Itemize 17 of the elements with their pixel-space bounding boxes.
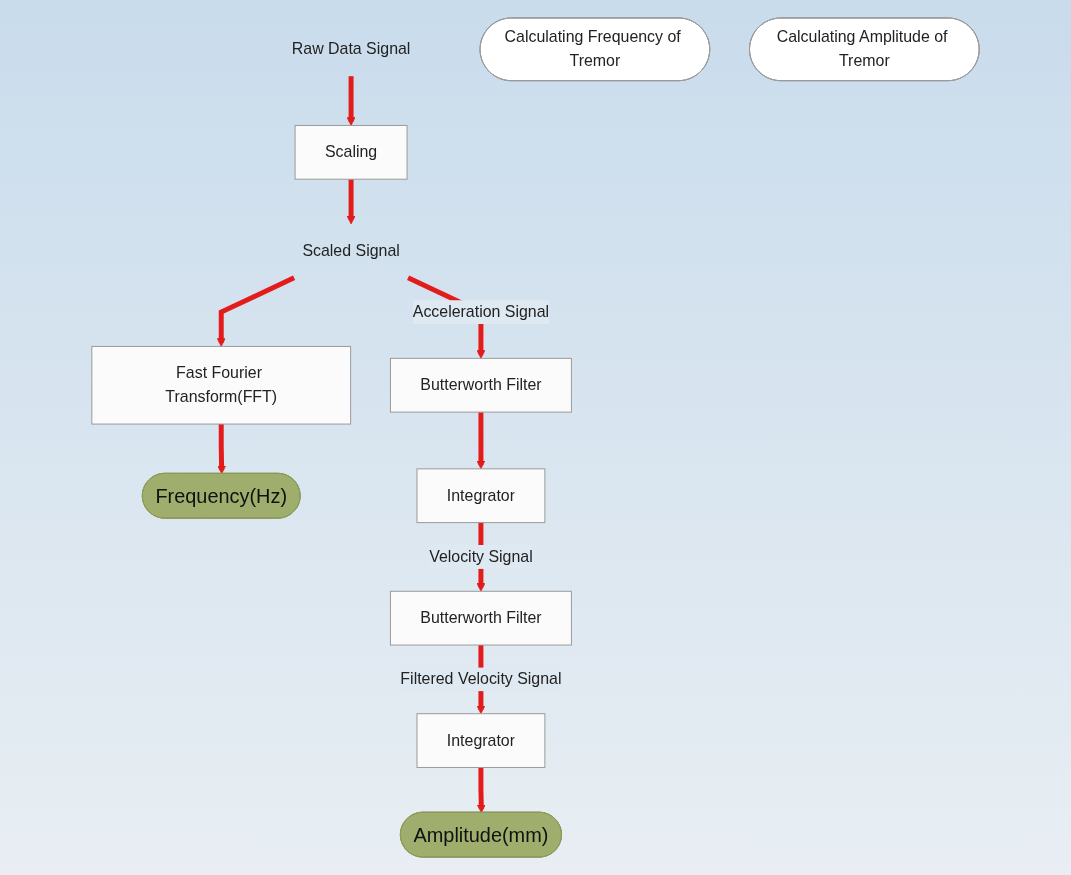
arrow (346, 76, 356, 126)
edge-label: Velocity Signal (429, 547, 533, 565)
node-box: Scaling (294, 124, 408, 180)
node-box: Butterworth Filter (389, 590, 572, 646)
arrow (217, 424, 226, 475)
node-text: Raw Data Signal (291, 40, 411, 58)
arrow (346, 179, 356, 225)
arrow (216, 275, 296, 347)
node-box: Fast Fourier Transform(FFT) (91, 345, 352, 425)
node-text: Scaled Signal (302, 241, 400, 259)
node-box: Integrator (416, 468, 546, 524)
arrow (476, 412, 486, 470)
node-box: Butterworth Filter (389, 357, 572, 413)
arrow (476, 767, 486, 814)
edge-label: Acceleration Signal (412, 303, 550, 321)
edge-label: Filtered Velocity Signal (400, 670, 562, 688)
node-box: Integrator (416, 713, 546, 768)
